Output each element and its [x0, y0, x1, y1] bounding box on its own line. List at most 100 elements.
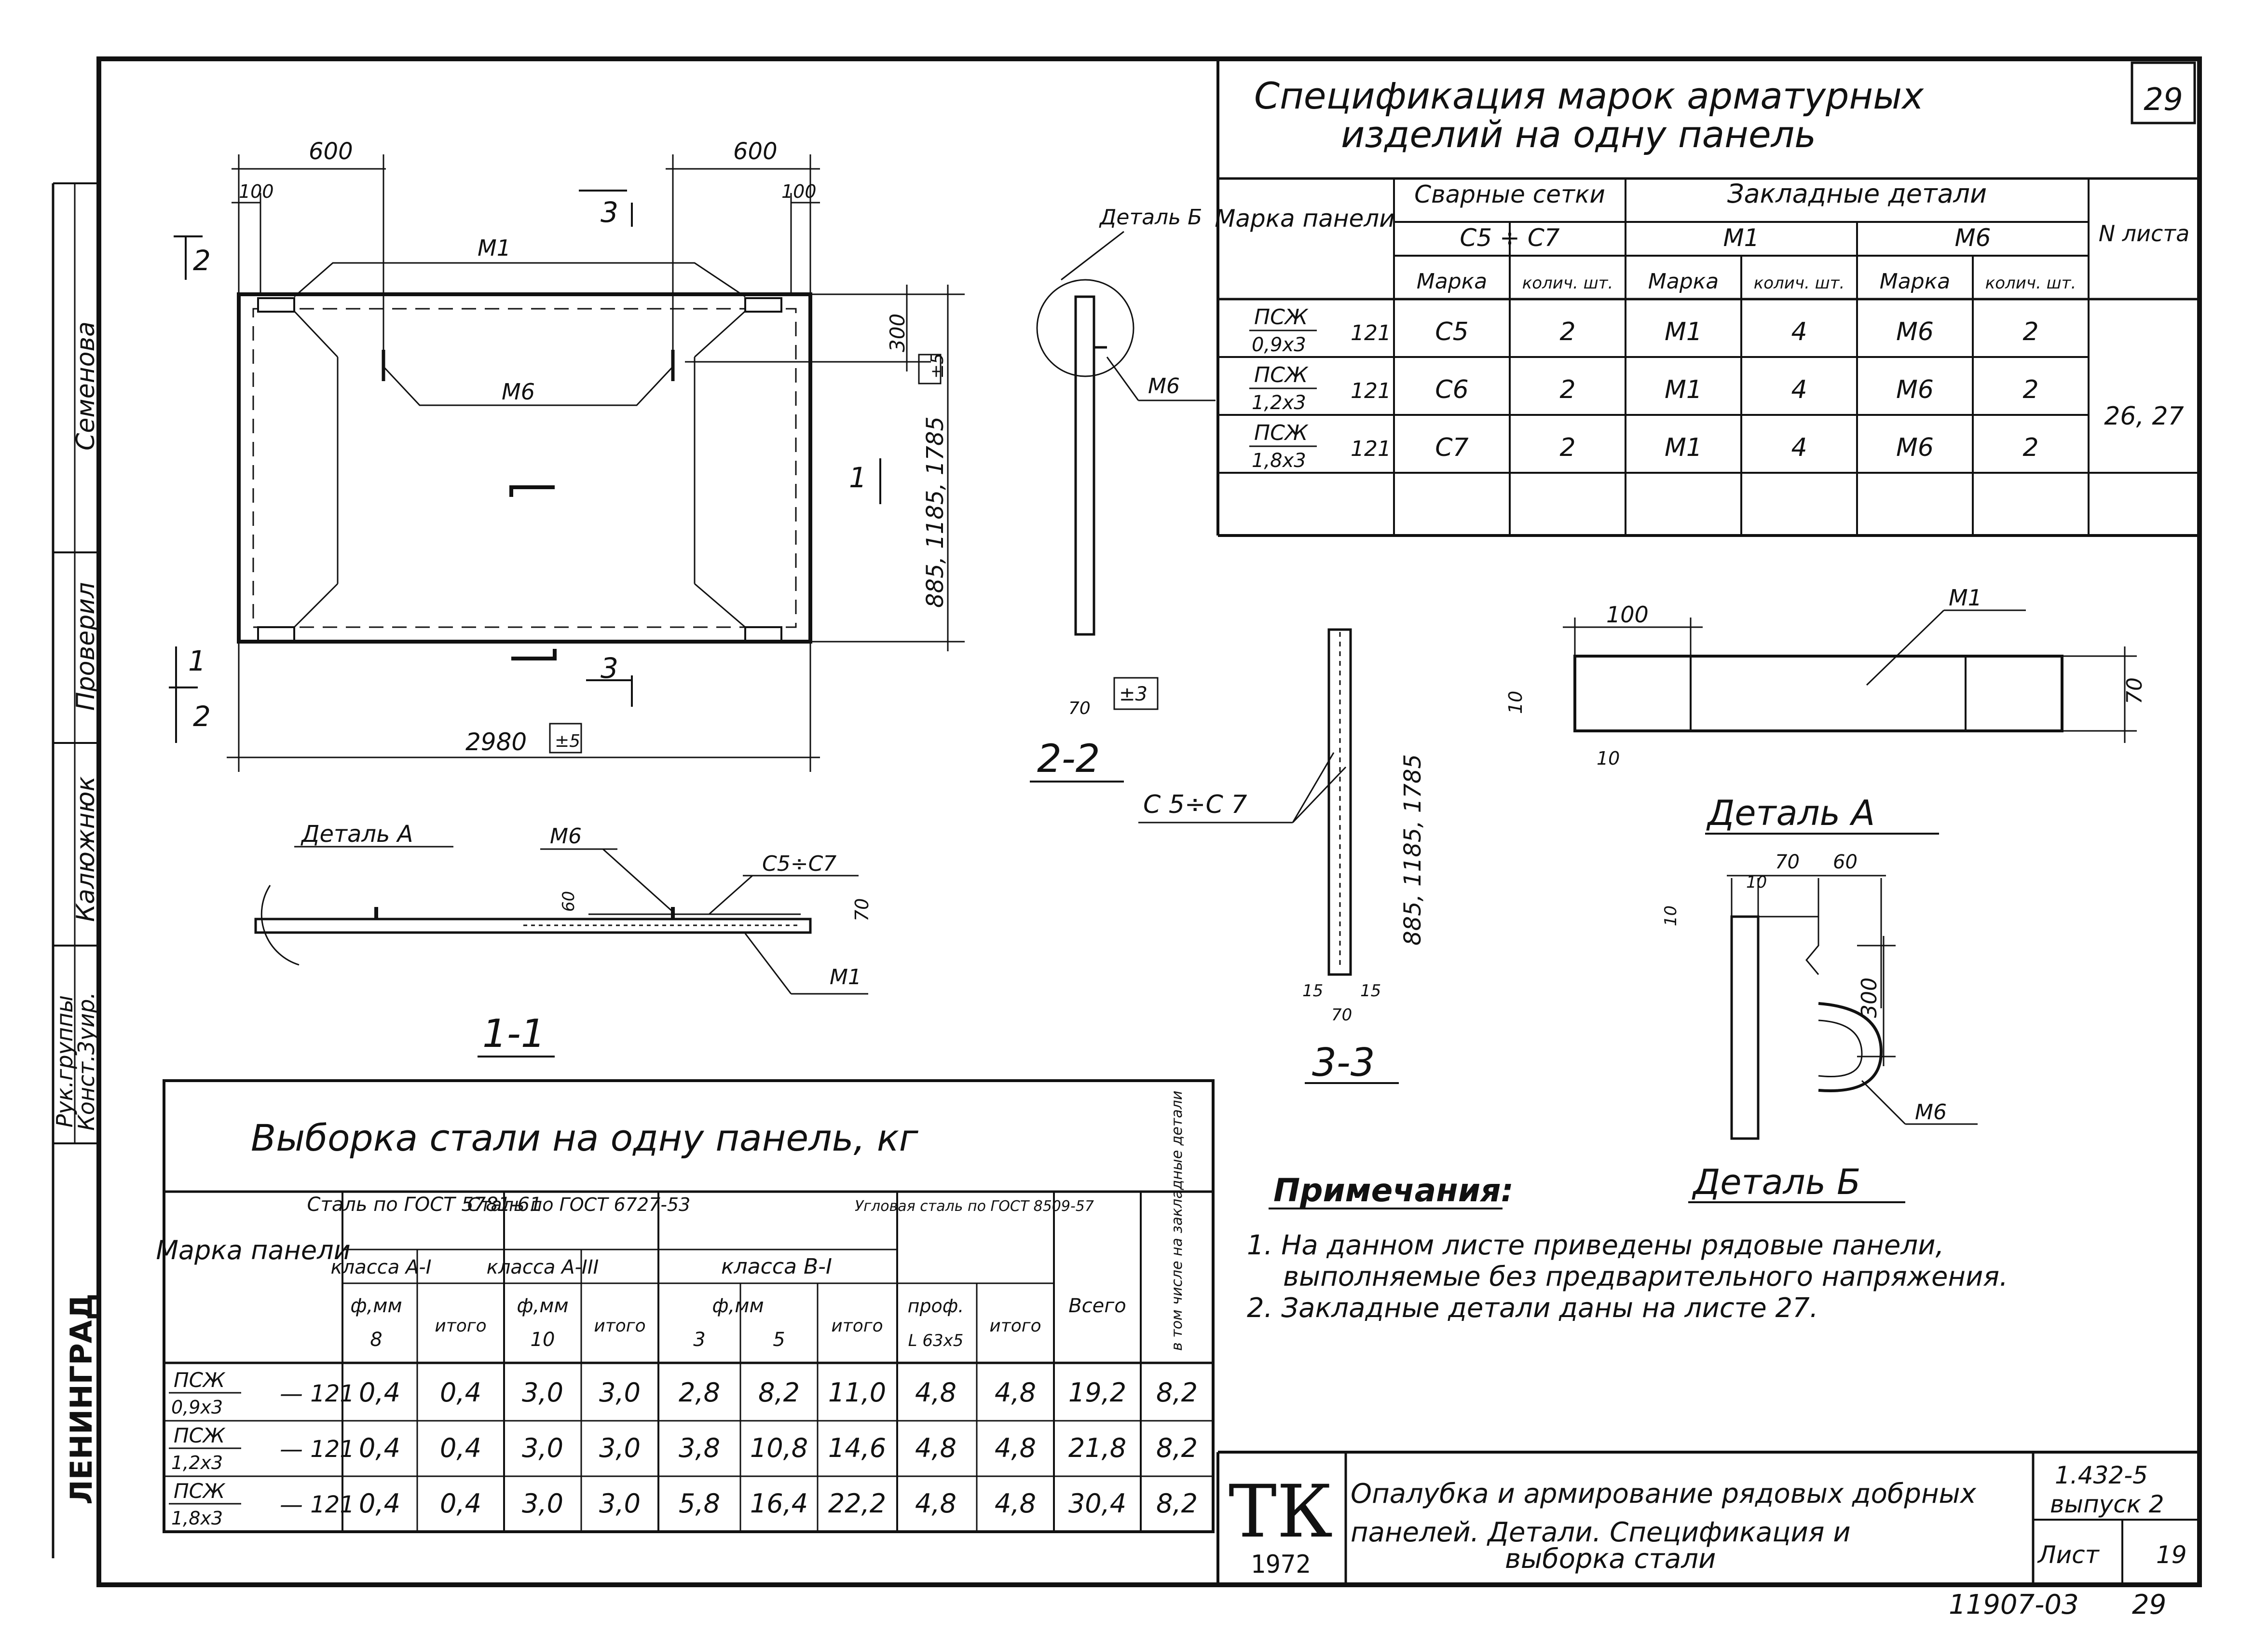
detail-a-dim-100: 100 [1606, 602, 1649, 628]
steel-row-value: 3,0 [599, 1377, 641, 1408]
spec-row-suffix: 121 [1351, 379, 1391, 403]
spec-header-m1: М1 [1723, 224, 1760, 252]
steel-row-suffix: — 121 [280, 1436, 355, 1463]
spec-header-m6: М6 [1955, 224, 1991, 252]
spec-row-m6q: 2 [2022, 433, 2038, 462]
steel-row-value: 19,2 [1068, 1377, 1126, 1408]
detail-b-dim-70: 70 [1775, 851, 1800, 873]
steel-header-prof: проф. [908, 1295, 964, 1317]
dim-600-right: 600 [733, 138, 778, 165]
cut-3-top: 3 [601, 196, 618, 229]
steel-header-mark: Марка панели [156, 1235, 350, 1265]
steel-header-total-1: итого [435, 1316, 486, 1336]
section-dim-70: 70 [851, 898, 873, 921]
doc-code-page: 29 [2132, 1589, 2166, 1621]
cut-1-bottom: 1 [188, 645, 206, 677]
detail-a: 100 М1 70 10 10 Деталь А [1505, 585, 2147, 835]
spec-row-m1: М1 [1665, 375, 1702, 404]
spec-row-m6: М6 [1896, 317, 1934, 346]
steel-header-a1: класса А-I [330, 1256, 431, 1278]
steel-row-value: 8,2 [1156, 1433, 1198, 1463]
steel-row-value: 3,0 [599, 1433, 641, 1463]
section3-c5c7: С 5÷С 7 [1143, 790, 1247, 819]
section-1-1: Деталь А М6 С5÷С7 М1 60 70 1-1 [254, 821, 873, 1057]
steel-row-value: 16,4 [750, 1488, 808, 1519]
detail-b: 70 60 10 10 300 М6 Деталь Б [1661, 851, 1978, 1203]
steel-header-d3: 3 [693, 1329, 705, 1351]
spec-row-m6: М6 [1896, 433, 1934, 462]
spec-row-suffix: 121 [1351, 437, 1391, 461]
tk-year: 1972 [1250, 1550, 1311, 1579]
plan-m1-label: М1 [478, 235, 511, 261]
spec-row: ПСЖ 1,2x3 121 С6 2 М1 4 М6 2 [1249, 363, 2039, 414]
spec-title-line1: Спецификация марок арматурных [1254, 74, 1924, 117]
steel-header-all: Всего [1068, 1295, 1126, 1317]
spec-row-panel-bottom: 0,9x3 [1252, 334, 1306, 356]
section3-heights: 885, 1185, 1785 [1399, 754, 1426, 946]
dim-100-right: 100 [781, 181, 817, 202]
section3-dim-15a: 15 [1302, 981, 1323, 1001]
left-margin: Семенова Калюжнюк Проверил Рук.группы Ко… [52, 182, 100, 1558]
steel-row-value: 3,8 [679, 1433, 720, 1463]
spec-row-suffix: 121 [1351, 321, 1391, 345]
tk-logo: ТК [1229, 1470, 1333, 1554]
steel-row-value: 0,4 [359, 1377, 400, 1408]
plan-m6-label: М6 [502, 379, 535, 405]
detail-b-dim-10a: 10 [1746, 873, 1767, 892]
steel-row-panel-bottom: 0,9x3 [171, 1397, 223, 1418]
doc-code: 11907-03 [1949, 1589, 2079, 1621]
spec-sheet-number: 29 [2144, 82, 2183, 118]
steel-header-g5781: Сталь по ГОСТ 5781-61 [307, 1194, 542, 1216]
section-2-2: Деталь Б М6 70 ±3 2-2 [1030, 205, 1216, 783]
steel-header-total-4: итого [989, 1316, 1041, 1336]
spec-sub-qty-1: колич. шт. [1522, 274, 1613, 293]
section2-detail-b: Деталь Б [1099, 205, 1202, 230]
steel-row-value: 0,4 [359, 1488, 400, 1519]
steel-row-value: 4,8 [995, 1488, 1036, 1519]
section-dim-60: 60 [559, 891, 578, 912]
spec-row-panel-top: ПСЖ [1254, 305, 1309, 330]
steel-row-value: 3,0 [522, 1433, 563, 1463]
spec-row-c: С5 [1435, 317, 1468, 346]
steel-row-value: 2,8 [679, 1377, 720, 1408]
spec-sub-marka-2: Марка [1648, 269, 1719, 294]
steel-row-value: 3,0 [522, 1488, 563, 1519]
spec-sub-marka-1: Марка [1417, 269, 1487, 294]
spec-row-m6q: 2 [2022, 317, 2038, 346]
steel-row-value: 0,4 [440, 1488, 481, 1519]
spec-row-m6q: 2 [2022, 375, 2038, 404]
detail-b-title: Деталь Б [1692, 1162, 1860, 1202]
detail-a-dim-10a: 10 [1505, 691, 1526, 714]
cut-2-top: 2 [193, 244, 211, 277]
tol-5-right: ±5 [928, 353, 947, 379]
steel-row-suffix: — 121 [280, 1380, 355, 1407]
steel-row-panel-bottom: 1,2x3 [171, 1452, 223, 1473]
title-desc-1: Опалубка и армирование рядовых добрных [1351, 1478, 1977, 1510]
note-1b: выполняемые без предварительного напряже… [1283, 1261, 2008, 1292]
steel-row-value: 0,4 [440, 1433, 481, 1463]
section-m1-label: М1 [830, 965, 861, 989]
steel-row-value: 4,8 [915, 1488, 956, 1519]
steel-header-incl: в том числе на закладные детали [1169, 1091, 1186, 1351]
steel-row-value: 4,8 [995, 1377, 1036, 1408]
detail-a-label: Деталь А [301, 821, 413, 848]
steel-row-value: 14,6 [828, 1433, 886, 1463]
dim-100-left: 100 [239, 181, 274, 202]
spec-sub-marka-3: Марка [1880, 269, 1950, 294]
steel-row-panel-top: ПСЖ [174, 1479, 226, 1503]
panel-outline [237, 292, 812, 644]
steel-row-value: 4,8 [915, 1433, 956, 1463]
section3-dim-70: 70 [1331, 1005, 1352, 1025]
steel-row-panel-top: ПСЖ [174, 1424, 226, 1447]
spec-header-embedded: Закладные детали [1727, 179, 1987, 209]
steel-header-prof-val: L 63x5 [908, 1331, 964, 1350]
spec-row-panel-bottom: 1,2x3 [1252, 392, 1306, 414]
steel-header-b1: класса В-I [721, 1254, 832, 1279]
steel-row-value: 22,2 [828, 1488, 886, 1519]
steel-header-phi-2: ф,мм [517, 1295, 568, 1317]
margin-name-2: Калюжнюк [71, 776, 100, 922]
dim-600-left: 600 [309, 138, 353, 165]
steel-row-value: 11,0 [828, 1377, 886, 1408]
steel-row-value: 3,0 [599, 1488, 641, 1519]
